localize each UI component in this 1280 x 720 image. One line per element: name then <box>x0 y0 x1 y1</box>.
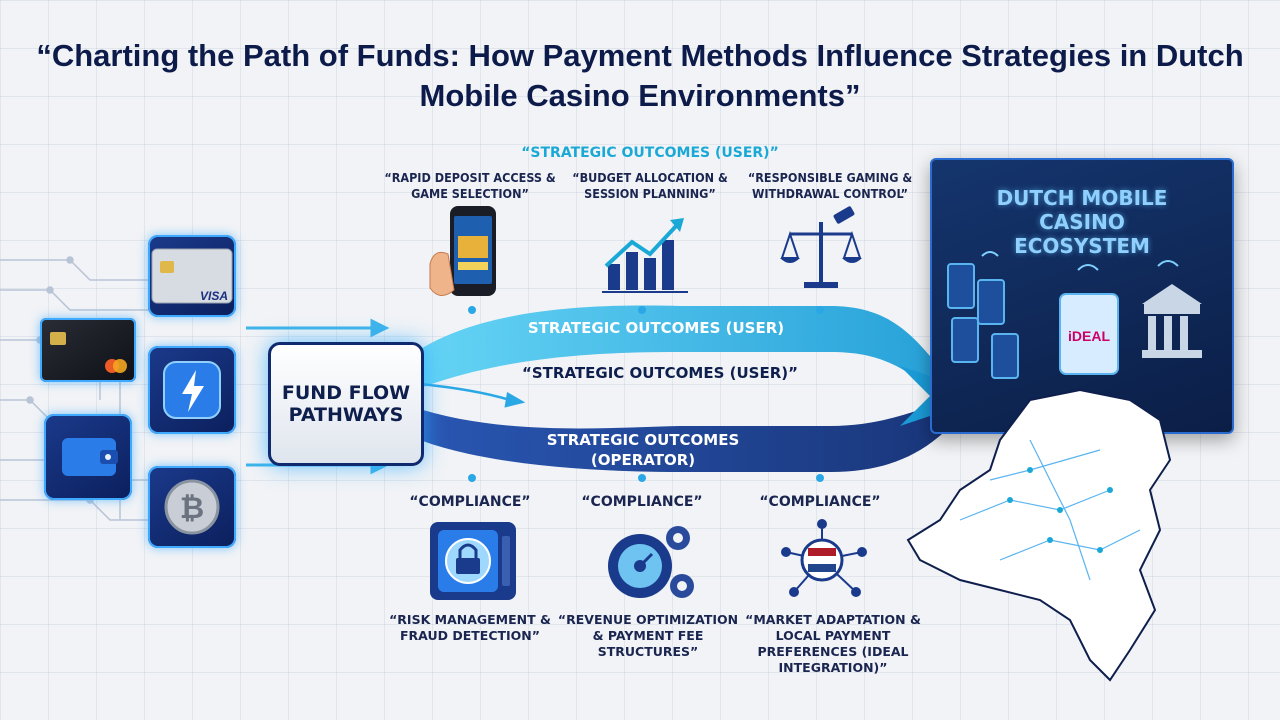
ecosystem-title: DUTCH MOBILE CASINO ECOSYSTEM <box>996 186 1168 258</box>
svg-text:₿: ₿ <box>180 491 204 526</box>
bottom-label-3: “MARKET ADAPTATION & LOCAL PAYMENT PREFE… <box>745 612 921 675</box>
compliance-label-3: “COMPLIANCE” <box>759 494 881 510</box>
dutch-network-icon <box>781 519 867 597</box>
ideal-label: iDEAL <box>1068 328 1110 344</box>
security-lock-icon <box>430 522 516 600</box>
fund-flow-box[interactable]: FUND FLOW PATHWAYS <box>268 342 424 466</box>
lightning-icon <box>163 361 221 419</box>
fund-flow-label: FUND FLOW PATHWAYS <box>281 382 411 426</box>
ecosystem-devices <box>947 251 1202 379</box>
wallet-icon <box>62 438 118 476</box>
bottom-label-1: “RISK MANAGEMENT & FRAUD DETECTION” <box>389 612 551 643</box>
instant-payment-tile[interactable] <box>148 346 236 434</box>
stream-middle-label: “STRATEGIC OUTCOMES (USER)” <box>522 364 798 382</box>
connector-dots <box>468 306 824 482</box>
netherlands-map <box>906 388 1172 682</box>
compliance-label-1: “COMPLIANCE” <box>409 494 531 510</box>
wallet-tile[interactable] <box>44 414 132 500</box>
black-card-icon[interactable] <box>40 318 136 382</box>
top-label-1: “RAPID DEPOSIT ACCESS & GAME SELECTION” <box>384 170 556 201</box>
user-outcomes-header: “STRATEGIC OUTCOMES (USER)” <box>521 145 779 161</box>
page-title: “Charting the Path of Funds: How Payment… <box>36 38 1244 113</box>
crypto-tile[interactable]: ₿ <box>148 466 236 548</box>
top-label-3: “RESPONSIBLE GAMING & WITHDRAWAL CONTROL… <box>747 170 913 201</box>
gears-icon <box>608 526 694 598</box>
card-brand-label: VISA <box>199 289 228 303</box>
balance-scale-icon <box>780 206 862 288</box>
credit-card-icon <box>151 248 233 304</box>
compliance-label-2: “COMPLIANCE” <box>581 494 703 510</box>
top-label-2: “BUDGET ALLOCATION & SESSION PLANNING” <box>572 170 728 201</box>
bottom-label-2: “REVENUE OPTIMIZATION & PAYMENT FEE STRU… <box>557 612 739 659</box>
bitcoin-icon: ₿ <box>164 479 220 535</box>
mobile-phone-icon <box>429 206 496 296</box>
ecosystem-panel: DUTCH MOBILE CASINO ECOSYSTEM iDEAL <box>930 158 1234 434</box>
stream-upper-label: STRATEGIC OUTCOMES (USER) <box>527 319 785 337</box>
card-tile[interactable]: VISA <box>148 235 236 317</box>
growth-chart-icon <box>602 218 688 293</box>
stream-lower-label: STRATEGIC OUTCOMES (OPERATOR) <box>546 431 740 469</box>
